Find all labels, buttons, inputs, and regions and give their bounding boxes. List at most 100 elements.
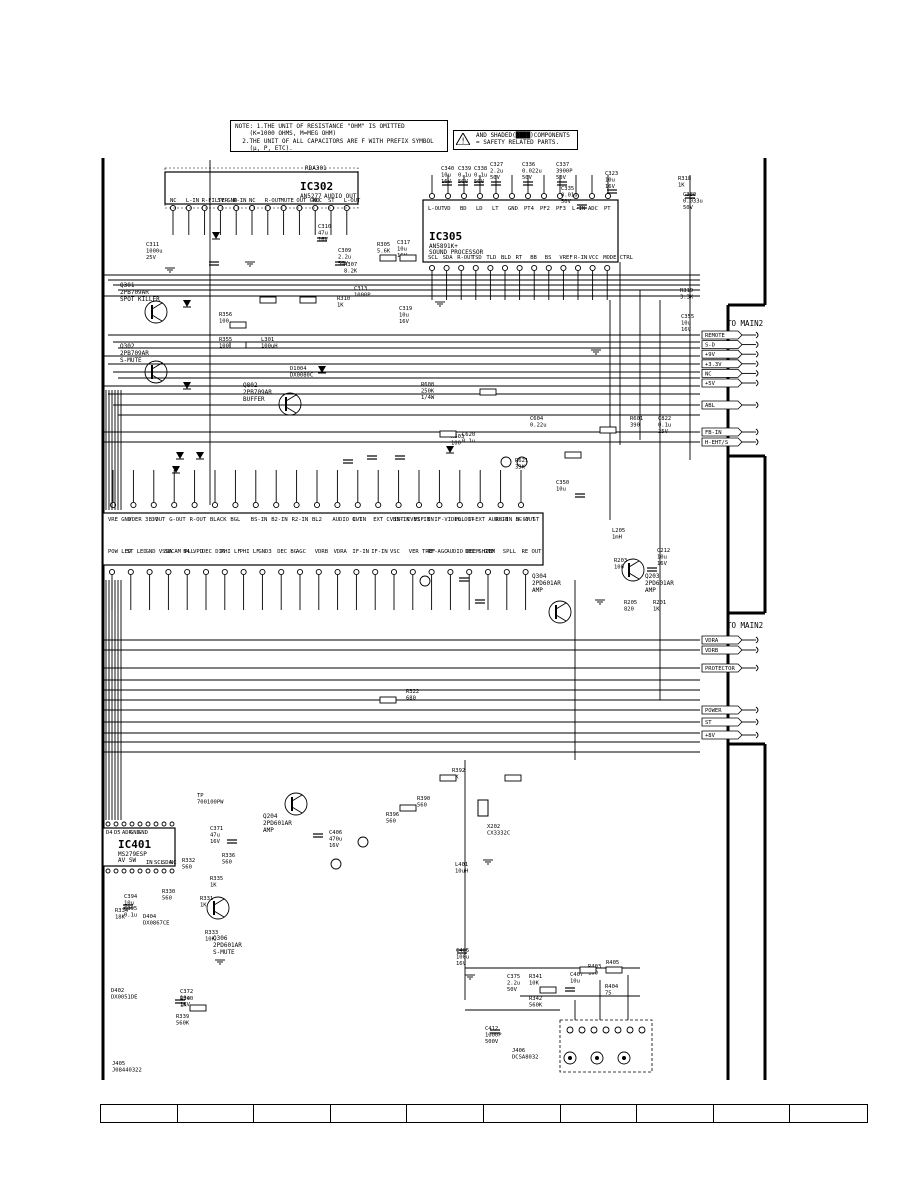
component-label: 16V (210, 839, 221, 845)
connector-pin-icon (755, 731, 759, 739)
main-ic-bottom-pin-label: ST LED (127, 549, 147, 555)
test-point-icon (419, 575, 431, 587)
connector-arrow (701, 663, 743, 673)
connector-label: +8V (705, 733, 716, 739)
component-label: C355 (681, 314, 694, 320)
main-ic-bottom-pin-marker (447, 568, 454, 576)
component-label: 0.1u (658, 423, 671, 429)
component-label: C309 (338, 248, 351, 254)
component-label: J405 (112, 1061, 125, 1067)
ic401-pin-marker (145, 821, 151, 827)
main-ic-top-pin-marker (477, 501, 484, 509)
ic401-pin-marker (169, 821, 175, 827)
main-ic-bottom-pin-marker (334, 568, 341, 576)
component-label: 470u (329, 837, 342, 843)
component-label: 16V (329, 843, 340, 849)
ic305-bottom-pin-marker (516, 264, 523, 272)
ic305-bottom-pin-marker (589, 264, 596, 272)
component-label: 1K (653, 607, 660, 613)
transistor-ref: Q203 (645, 573, 660, 580)
component-label: R341 (529, 974, 542, 980)
connector-arrow (701, 368, 743, 378)
connector-arrow (701, 427, 743, 437)
component-label: 16V (605, 184, 616, 190)
ic305-bottom-pin-marker (443, 264, 450, 272)
transistor-ref: Q802 (243, 382, 258, 389)
main-ic-top-pin-marker (130, 501, 137, 509)
main-ic-bottom-pin-label: VER TREF (409, 549, 436, 555)
component-label: D404 (143, 914, 157, 920)
main-ic-top-pin-marker (313, 501, 321, 509)
main-ic-bottom-pin-label: IF-IN (371, 549, 388, 555)
connector-label: FB-IN (705, 430, 722, 436)
component-label: 820 (624, 607, 634, 613)
ic305-bottom-pin-marker (604, 264, 611, 272)
main-ic-bottom-pin-label: GND VSSA (146, 549, 173, 555)
ic302-prefix: RDA301 (305, 165, 327, 172)
component-label: 100 (588, 971, 598, 977)
main-ic-bottom-pin-label: POW LED (108, 549, 131, 555)
transistor-function: BUFFER (243, 396, 265, 403)
component-label: R404 (605, 984, 619, 990)
connector-arrow (701, 359, 743, 369)
component-label: R201 (653, 600, 666, 606)
connector-label: H-EHT/S (705, 440, 728, 446)
main-ic-bottom-pin-marker (466, 568, 473, 576)
main-ic-bottom-pin-marker (240, 568, 247, 576)
component-label: 560 (386, 819, 396, 825)
ic305-bottom-pin-marker (531, 264, 538, 272)
component-label: C350 (556, 480, 569, 486)
ic401-pin-label: IN (146, 860, 153, 866)
main-ic-top-pin-label: R2-IN (292, 517, 309, 523)
ic305-part: AN5891K+ (429, 243, 458, 250)
connector-arrow (701, 340, 743, 350)
main-ic-top-pin-label: INT CVBS-IN (394, 517, 430, 523)
component-label: 50V (338, 261, 349, 267)
main-ic-bottom-pin-label: SPLL (503, 549, 517, 555)
ic401-pin-marker (121, 868, 127, 874)
warning-line-1: AND SHADED(████)COMPONENTS (476, 132, 570, 139)
component-label: 25V (146, 255, 157, 261)
component-label: 33K (515, 465, 526, 471)
component-labels: C34010u16VC3390.1u50VC3380.1u50VC3272.2u… (111, 162, 703, 1074)
ic305-bottom-pin-marker (428, 264, 436, 272)
ic401-pin-marker (145, 868, 151, 874)
transistor-emitter-icon (291, 806, 303, 814)
connector-arrow (701, 645, 743, 655)
component-label: C336 (522, 162, 535, 168)
transistor-collector-icon (285, 394, 297, 402)
footer-cell (101, 1105, 178, 1122)
component-label: R331 (200, 896, 213, 902)
component-label: DX0080C (290, 373, 313, 379)
main-ic-bottom-pin-marker (108, 568, 116, 576)
ic401-pin-marker (121, 821, 127, 827)
ic305-top-pin-label: LD (476, 206, 483, 212)
component-label: C339 (458, 166, 471, 172)
component-label: 100u (456, 955, 469, 961)
component-label: 8.2K (344, 269, 358, 275)
component-label: R339 (176, 1014, 189, 1020)
component-label: 16V (318, 237, 329, 243)
component-label: 50V (683, 205, 694, 211)
safety-warning-box: AND SHADED(████)COMPONENTS= SAFETY RELAT… (453, 130, 578, 150)
component-label: R205 (624, 600, 637, 606)
connector-arrow (701, 378, 743, 388)
footer-grid (100, 1104, 868, 1123)
resistor-icon (605, 966, 623, 974)
component-label: R356 (219, 312, 232, 318)
ic305-bottom-pin-label: BB (530, 255, 537, 261)
component-label: R601 (630, 416, 643, 422)
component-label: 560 (162, 896, 172, 902)
component-label: 10u (556, 487, 566, 493)
footer-cell (178, 1105, 255, 1122)
component-label: 100 (614, 565, 624, 571)
transistor-emitter-icon (285, 406, 297, 414)
footer-cell (407, 1105, 484, 1122)
transistor-collector-icon (628, 560, 640, 568)
main-ic-top-pin-marker (436, 501, 443, 509)
component-label: 50V (561, 199, 572, 205)
transistor-collector-icon (151, 362, 163, 370)
diode-icon (183, 382, 191, 389)
component-label: 10u (657, 555, 667, 561)
